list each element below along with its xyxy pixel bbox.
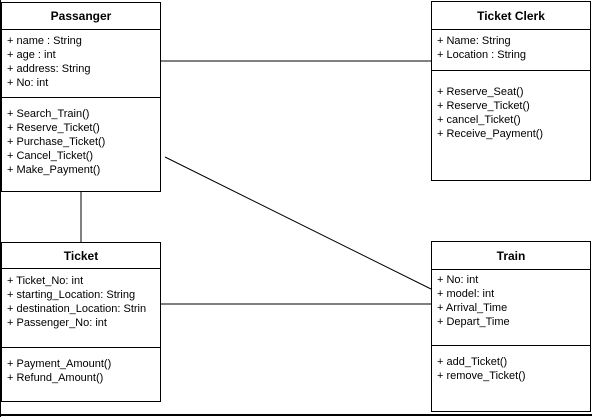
operation: + remove_Ticket() (437, 370, 526, 382)
class-passanger[interactable]: Passanger + name : String + age : int + … (1, 2, 161, 192)
attributes-compartment: + name : String + age : int + address: S… (2, 30, 160, 98)
attribute: + Passenger_No: int (7, 317, 107, 329)
operation: + add_Ticket() (437, 356, 508, 368)
class-name: Ticket Clerk (432, 2, 590, 30)
attributes-compartment: + Name: String + Location : String (432, 30, 590, 71)
operation: + Receive_Payment() (437, 128, 544, 140)
attribute: + starting_Location: String (7, 289, 136, 301)
class-name: Passanger (2, 3, 160, 30)
class-name: Train (432, 242, 590, 270)
attributes-compartment: + Ticket_No: int + starting_Location: St… (2, 269, 160, 348)
attribute: + Location : String (437, 49, 526, 61)
class-ticket[interactable]: Ticket + Ticket_No: int + starting_Locat… (1, 242, 161, 402)
operation: + Refund_Amount() (7, 372, 104, 384)
attribute: + name : String (7, 35, 82, 47)
attribute: + destination_Location: Strin (7, 303, 147, 315)
operation: + Search_Train() (7, 108, 90, 120)
class-name: Ticket (2, 243, 160, 269)
operations-compartment: + Search_Train() + Reserve_Ticket() + Pu… (2, 98, 160, 191)
attribute: + model: int (437, 288, 495, 300)
operation: + cancel_Ticket() (437, 114, 521, 126)
operation: + Reserve_Ticket() (437, 100, 530, 112)
operations-compartment: + Payment_Amount() + Refund_Amount() (2, 348, 160, 401)
association-passanger-train (164, 156, 432, 290)
attribute: + Name: String (437, 35, 511, 47)
attribute: + age : int (7, 49, 56, 61)
attribute: + Arrival_Time (437, 302, 508, 314)
attribute: + No: int (7, 77, 49, 89)
attribute: + address: String (7, 63, 91, 75)
attributes-compartment: + No: int + model: int + Arrival_Time + … (432, 270, 590, 346)
class-ticket-clerk[interactable]: Ticket Clerk + Name: String + Location :… (431, 1, 591, 181)
operations-compartment: + Reserve_Seat() + Reserve_Ticket() + ca… (432, 71, 590, 180)
operation: + Payment_Amount() (7, 358, 112, 370)
frame-left-edge (0, 0, 1, 417)
frame-bottom-edge (0, 414, 592, 416)
operation: + Reserve_Seat() (437, 86, 524, 98)
class-train[interactable]: Train + No: int + model: int + Arrival_T… (431, 241, 591, 412)
attribute: + Depart_Time (437, 316, 510, 328)
operation: + Make_Payment() (7, 164, 101, 176)
operation: + Reserve_Ticket() (7, 122, 100, 134)
attribute: + Ticket_No: int (7, 275, 84, 287)
operation: + Cancel_Ticket() (7, 150, 94, 162)
operations-compartment: + add_Ticket() + remove_Ticket() (432, 346, 590, 411)
operation: + Purchase_Ticket() (7, 136, 106, 148)
attribute: + No: int (437, 274, 479, 286)
